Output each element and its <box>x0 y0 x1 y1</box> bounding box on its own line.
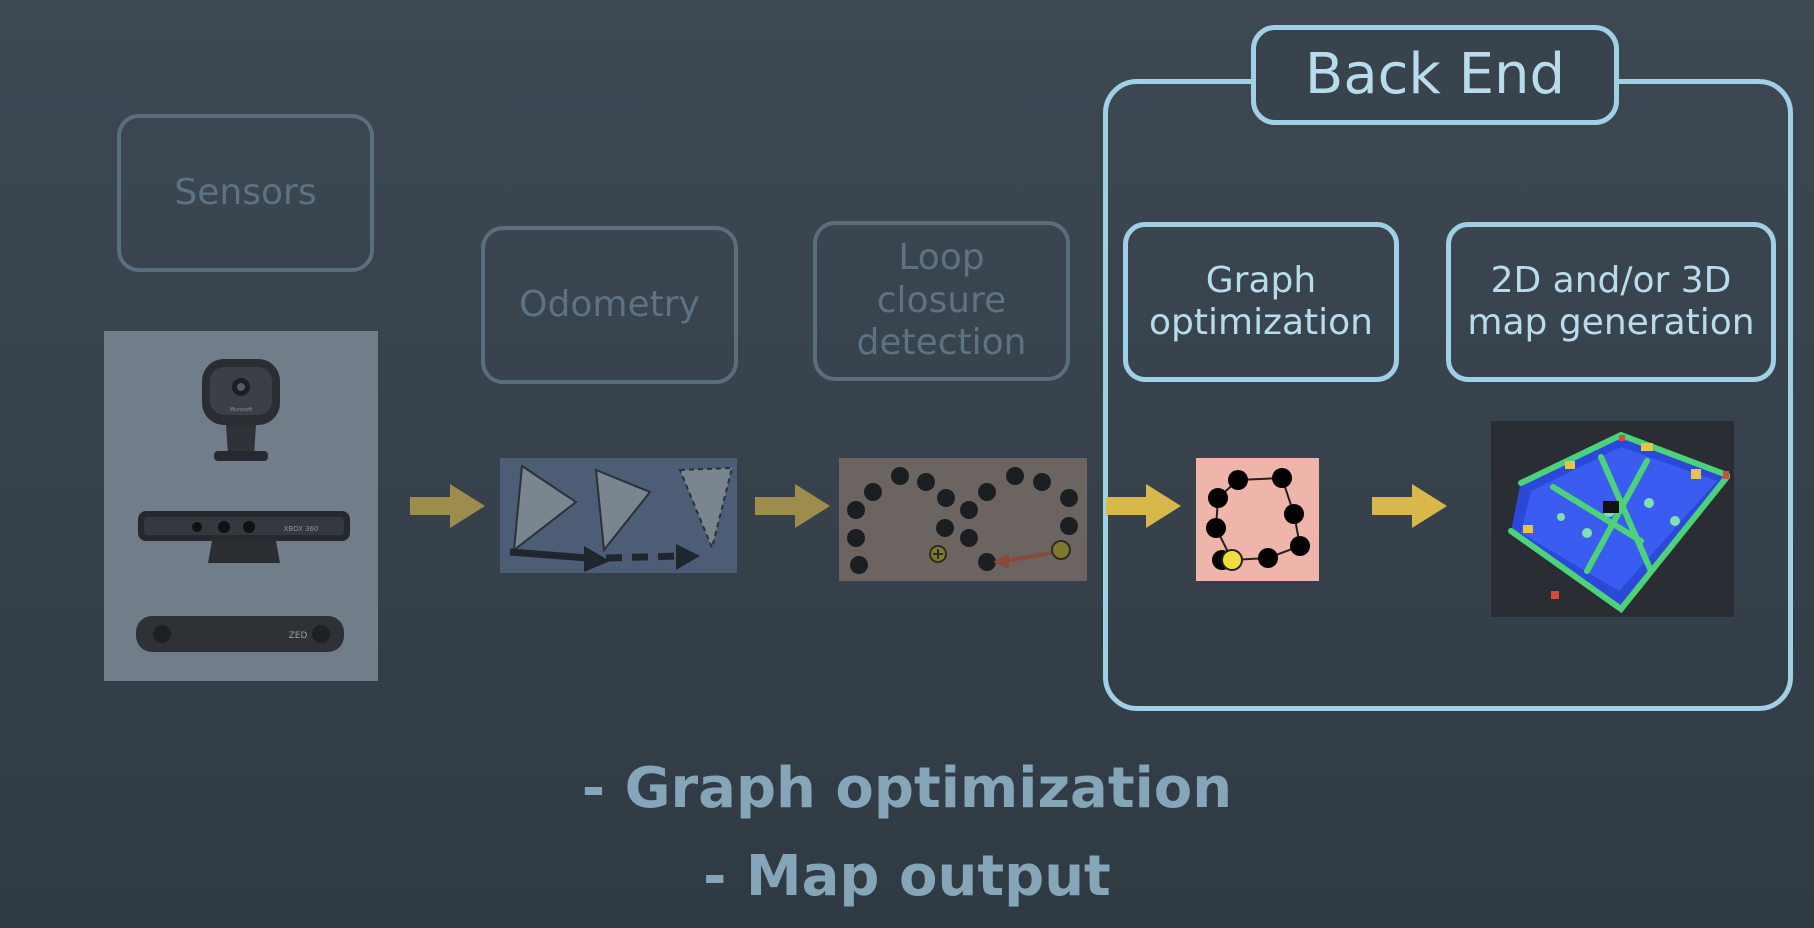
graph-optimization-label: Graph optimization <box>1149 259 1373 343</box>
sensors-image: Microsoft XBOX 360 ZED <box>104 331 378 681</box>
map-generation-box: 2D and/or 3D map generation <box>1446 222 1776 382</box>
odometry-triangles-illustration <box>509 464 734 572</box>
loop-closure-label: Loop closure detection <box>856 237 1027 364</box>
webcam-brand-text: Microsoft <box>230 407 253 413</box>
loop-closure-graph-illustration <box>847 467 1078 574</box>
odometry-diagram <box>500 458 737 573</box>
loop-closure-diagram <box>839 458 1087 581</box>
webcam-icon: Microsoft <box>202 359 280 461</box>
optimized-graph-illustration <box>1206 468 1310 571</box>
graph-optimization-box: Graph optimization <box>1123 222 1399 382</box>
kinect-icon: XBOX 360 <box>138 511 350 563</box>
graph-optimization-diagram <box>1196 458 1319 581</box>
loop-closure-box: Loop closure detection <box>813 221 1070 381</box>
caption-map-output: - Map output <box>703 844 1111 909</box>
map-generation-label: 2D and/or 3D map generation <box>1467 259 1755 343</box>
caption-graph-optimization: - Graph optimization <box>581 756 1233 821</box>
arrow-right-icon <box>410 484 485 528</box>
3d-map-illustration <box>1508 431 1730 614</box>
backend-title-label: Back End <box>1304 41 1566 107</box>
map-generation-image <box>1491 421 1734 617</box>
sensors-box: Sensors <box>117 114 374 272</box>
arrow-right-icon <box>1106 484 1181 528</box>
backend-title: Back End <box>1251 25 1619 125</box>
stereo-brand-text: ZED <box>289 631 308 641</box>
sensors-label: Sensors <box>174 171 317 213</box>
sensor-devices-illustration: Microsoft XBOX 360 ZED <box>136 359 350 652</box>
kinect-brand-text: XBOX 360 <box>284 525 319 533</box>
odometry-box: Odometry <box>481 226 738 384</box>
stereo-camera-icon: ZED <box>136 616 344 652</box>
arrow-right-icon <box>1372 484 1447 528</box>
odometry-label: Odometry <box>519 283 700 325</box>
arrow-right-icon <box>755 484 830 528</box>
